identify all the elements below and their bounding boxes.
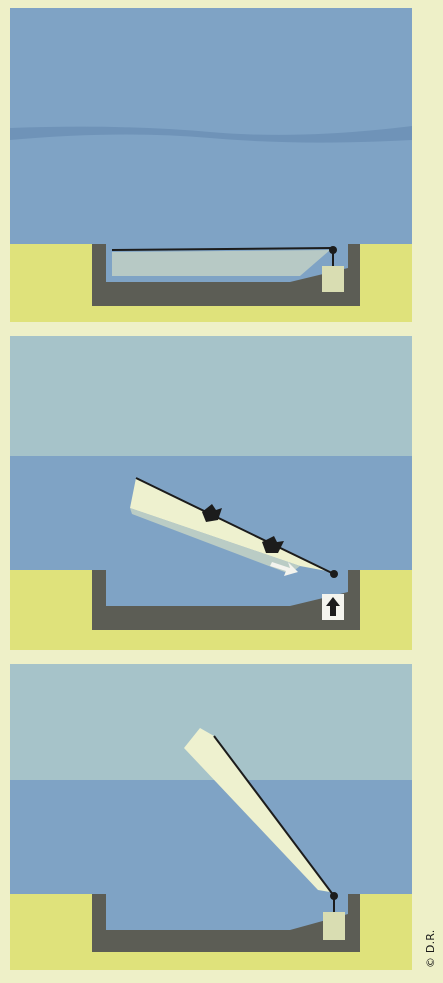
water-band: [10, 780, 412, 894]
hinge: [330, 570, 338, 578]
water-band: [10, 134, 412, 244]
panel-gate-lowered: [10, 8, 412, 336]
gate-leaf: [112, 250, 330, 276]
counterweight: [323, 912, 345, 940]
panel-gate-raised: [10, 664, 412, 970]
panel-gate-rising: [10, 336, 412, 664]
panel-separator: [10, 322, 412, 336]
sky-band: [10, 8, 412, 134]
sky-band: [10, 336, 412, 456]
counterweight: [322, 266, 344, 292]
basin-water: [106, 570, 348, 606]
panel-separator: [10, 650, 412, 664]
photo-credit: © D.R.: [424, 930, 437, 968]
